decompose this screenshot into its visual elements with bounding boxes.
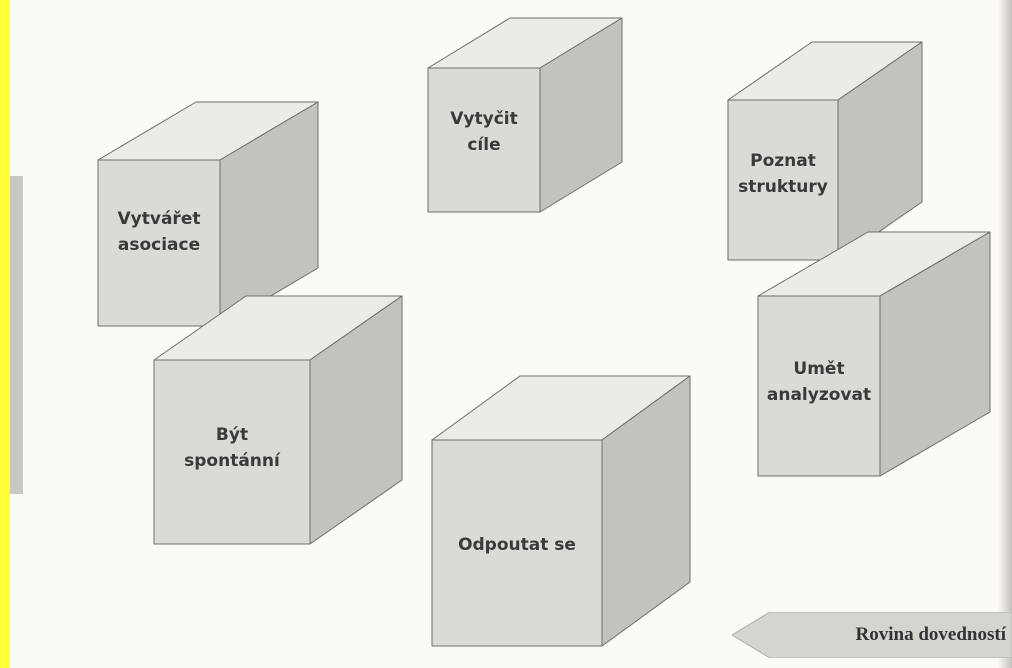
banner-label: Rovina dovedností	[855, 624, 1006, 645]
cube: Odpoutat se	[431, 375, 691, 647]
cube-label-line: analyzovat	[767, 385, 871, 405]
cube: Umět analyzovat	[757, 231, 991, 477]
cube-front-face	[153, 359, 311, 545]
cube-label-line: Vytyčit	[450, 109, 517, 129]
level-banner: Rovina dovedností	[732, 612, 1012, 658]
page-gutter-shadow	[998, 0, 1012, 668]
cube-label-line: Být	[216, 425, 248, 445]
cube: Vytyčit cíle	[427, 17, 623, 213]
cube-label-line: asociace	[118, 235, 200, 255]
cube-front-face	[431, 439, 603, 647]
cube: Poznat struktury	[727, 41, 923, 261]
cube-label: Vytyčit cíle	[450, 109, 517, 155]
cube: Být spontánní	[153, 295, 403, 545]
cube-label-line: Odpoutat se	[458, 535, 576, 555]
cube-label: Vytvářet asociace	[118, 209, 201, 255]
cube-label: Poznat struktury	[738, 151, 828, 197]
cube-label: Odpoutat se	[458, 535, 576, 555]
cube-label-line: Poznat	[750, 151, 816, 171]
yellow-margin-strip	[0, 0, 10, 668]
page-edge-tab	[10, 176, 23, 494]
banner-arrow-shape	[732, 612, 1012, 658]
cube-label-line: struktury	[738, 177, 828, 197]
cube-label-line: spontánní	[184, 451, 281, 471]
cube-label: Být spontánní	[184, 425, 281, 471]
cube-front-face	[427, 67, 541, 213]
cube-front-face	[757, 295, 881, 477]
cube-label: Umět analyzovat	[767, 359, 871, 405]
cube: Vytvářet asociace	[97, 101, 319, 327]
cube-label-line: Umět	[793, 359, 844, 379]
cube-label-line: cíle	[467, 135, 500, 155]
cube-label-line: Vytvářet	[118, 209, 201, 229]
